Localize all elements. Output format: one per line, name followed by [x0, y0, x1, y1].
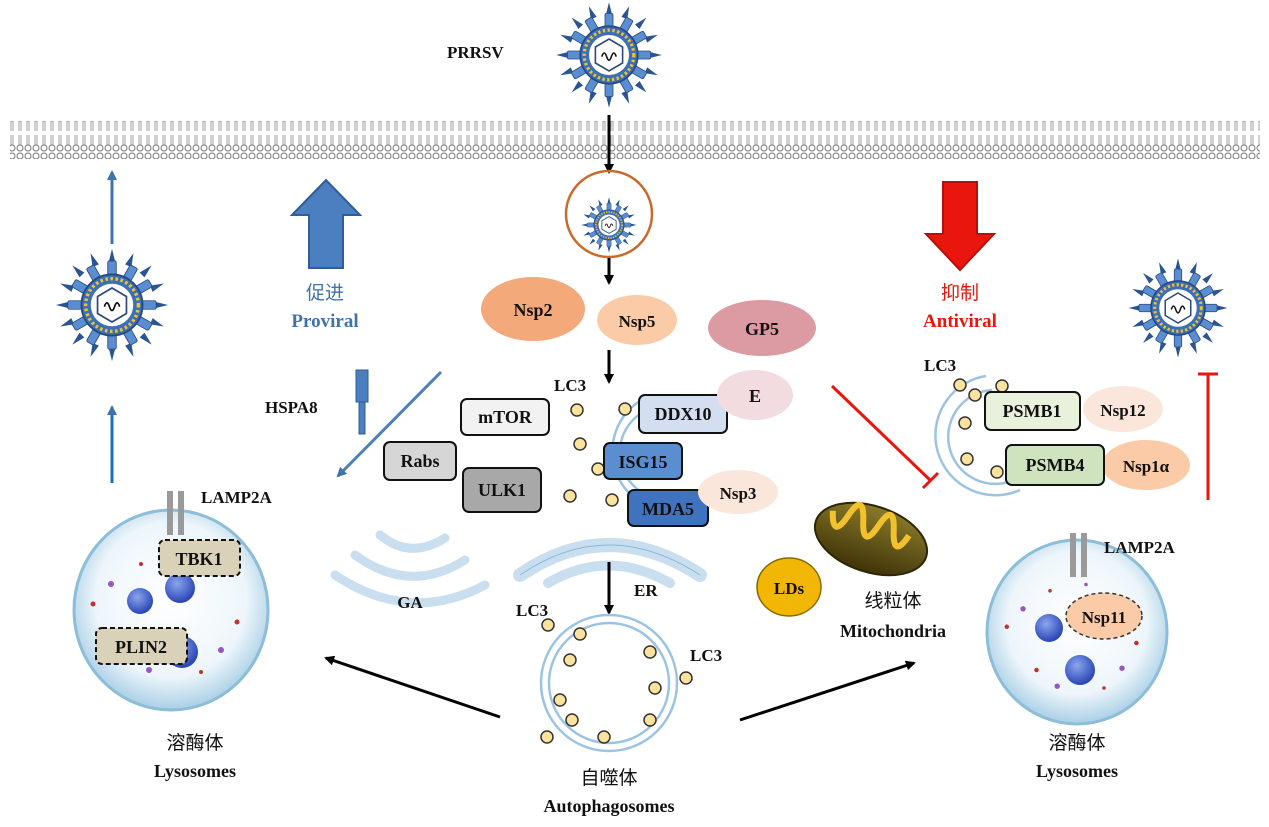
lamp2a-right-label: LAMP2A — [1104, 538, 1176, 557]
endosome — [564, 169, 654, 259]
to-right-lysosome-arrow — [739, 660, 916, 722]
lc3-label-center: LC3 — [554, 376, 586, 395]
nsp1a-label: Nsp1α — [1123, 457, 1170, 476]
psmb4-box — [1005, 444, 1105, 486]
psmb1-label: PSMB1 — [1002, 401, 1061, 421]
mito-cn: 线粒体 — [864, 590, 921, 612]
isg15-label: ISG15 — [618, 452, 667, 472]
autophagosome-outer — [539, 613, 679, 753]
right-lc3-dots — [953, 378, 1009, 479]
nsp1a-ellipse — [1102, 440, 1190, 490]
plin2-box — [95, 627, 188, 665]
antiviral-path-line — [830, 384, 932, 482]
autophagosome-cn: 自噬体 — [580, 767, 637, 789]
ddx10-box — [638, 394, 728, 434]
lysosome-left-cn: 溶酶体 — [166, 732, 223, 754]
antiviral-path-bar — [921, 471, 940, 490]
lamp2a-right-b — [1081, 533, 1087, 577]
rabs-label: Rabs — [400, 451, 439, 471]
gp5-ellipse — [708, 300, 816, 356]
psmb1-box — [984, 391, 1081, 431]
rabs-box — [383, 441, 457, 481]
mtor-box — [460, 398, 550, 436]
cell-membrane — [10, 121, 1260, 159]
mitochondria-cristae — [829, 501, 912, 550]
nsp3-label: Nsp3 — [720, 484, 757, 503]
golgi-3 — [375, 530, 450, 553]
mda5-label: MDA5 — [642, 499, 694, 519]
lamp2a-left-label: LAMP2A — [201, 488, 273, 507]
tbk1-box — [158, 539, 241, 577]
hspa8-block — [355, 369, 369, 403]
proviral-path-arrow — [336, 370, 443, 478]
endosome-virus — [580, 196, 638, 254]
lds-droplet — [756, 557, 822, 617]
nsp12-ellipse — [1083, 386, 1163, 432]
mda5-box — [627, 489, 709, 527]
hspa8-label: HSPA8 — [265, 398, 318, 417]
plin2-label: PLIN2 — [115, 637, 167, 657]
prrsv-label: PRRSV — [447, 43, 504, 62]
left-virus — [54, 247, 170, 363]
proviral-en: Proviral — [291, 311, 358, 332]
nsp12-label: Nsp12 — [1100, 401, 1145, 420]
lc3-label-auto-left: LC3 — [516, 601, 548, 620]
lds-label: LDs — [774, 579, 805, 598]
antiviral-en: Antiviral — [923, 311, 997, 332]
lysosome-right-cn: 溶酶体 — [1048, 732, 1105, 754]
nsp11-label: Nsp11 — [1082, 608, 1126, 627]
isg15-box — [603, 442, 683, 480]
hspa8-stem — [358, 401, 366, 435]
lc3-label-auto-right: LC3 — [690, 646, 722, 665]
nsp3-ellipse — [698, 470, 778, 514]
autophagosome-inner — [547, 621, 671, 745]
nsp11-ellipse — [1065, 592, 1143, 640]
tbk1-label: TBK1 — [175, 549, 222, 569]
proviral-arrow — [289, 178, 363, 269]
ulk1-box — [462, 467, 542, 513]
antiviral-cn: 抑制 — [941, 282, 979, 304]
antiviral-arrow — [923, 181, 997, 272]
phagophore-lc3-dots — [563, 402, 632, 507]
lamp2a-right-a — [1070, 533, 1076, 577]
mtor-label: mTOR — [478, 407, 533, 427]
e-ellipse — [717, 370, 793, 420]
ddx10-label: DDX10 — [655, 404, 712, 424]
nsp2-label: Nsp2 — [513, 300, 552, 320]
er-outline — [519, 544, 701, 576]
lysosome-right-en: Lysosomes — [1036, 761, 1118, 781]
nsp5-label: Nsp5 — [619, 312, 656, 331]
lamp2a-left-b — [178, 491, 184, 535]
lamp2a-left-a — [167, 491, 173, 535]
proviral-cn: 促进 — [306, 282, 344, 304]
prrsv-virus — [554, 0, 664, 110]
lc3-label-right: LC3 — [924, 356, 956, 375]
golgi-1 — [330, 570, 490, 608]
golgi-2 — [350, 550, 470, 581]
psmb4-label: PSMB4 — [1025, 455, 1084, 475]
lysosome-left-en: Lysosomes — [154, 761, 236, 781]
to-left-lysosome-arrow — [324, 655, 501, 719]
er-label: ER — [634, 581, 658, 600]
mito-en: Mitochondria — [840, 621, 946, 641]
nsp2-ellipse — [481, 277, 585, 341]
right-virus — [1127, 257, 1229, 359]
mitochondria — [813, 501, 929, 577]
ulk1-label: ULK1 — [478, 480, 526, 500]
autophagosome-lc3-dots — [540, 618, 693, 744]
nsp5-ellipse — [597, 295, 677, 345]
ga-label: GA — [397, 593, 423, 612]
gp5-label: GP5 — [745, 319, 779, 339]
autophagosome-en: Autophagosomes — [543, 796, 674, 816]
e-label: E — [749, 386, 761, 406]
